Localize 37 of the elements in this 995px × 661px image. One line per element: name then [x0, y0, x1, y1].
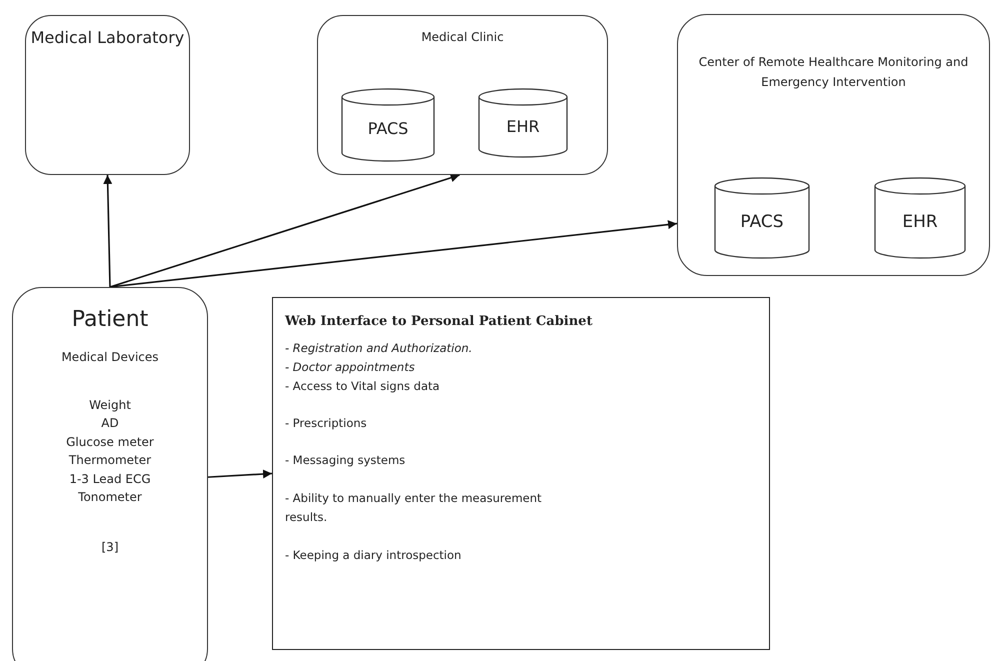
title: Medical Laboratory [30, 28, 186, 48]
title: EHR [505, 117, 541, 137]
arrow [208, 470, 272, 478]
feature-list-box [272, 297, 770, 650]
list-item: - Messaging systems [285, 452, 406, 469]
title: Patient [70, 306, 150, 334]
title: Medical Clinic [420, 30, 505, 45]
list-item: - Ability to manually enter the measurement results. [285, 490, 543, 526]
facility-box [25, 15, 190, 175]
list-item: - Doctor appointments [285, 359, 416, 376]
title: PACS [739, 212, 785, 234]
list-item: - Prescriptions [285, 415, 368, 432]
title: Center of Remote Healthcare Monitoring and Emergency Intervention [698, 54, 970, 91]
label: Weight [88, 398, 132, 413]
arrow [110, 220, 678, 288]
label: [3] [100, 540, 120, 555]
arrow [110, 173, 460, 288]
label: Tonometer [77, 490, 143, 505]
database-cylinder [874, 178, 966, 258]
label: 1-3 Lead ECG [68, 472, 152, 487]
heading: Web Interface to Personal Patient Cabinet [285, 314, 592, 330]
label: Thermometer [68, 453, 152, 468]
facility-box [677, 14, 990, 276]
label: Medical Devices [60, 350, 160, 365]
title: EHR [901, 212, 939, 234]
list-item: - Keeping a diary introspection [285, 547, 462, 564]
database-cylinder [341, 89, 435, 161]
list-item: - Access to Vital signs data [285, 378, 441, 395]
label: AD [100, 416, 120, 431]
patient-box [12, 287, 208, 661]
title: PACS [366, 119, 410, 139]
database-cylinder [478, 89, 568, 157]
database-cylinder [714, 178, 810, 258]
facility-box [317, 15, 608, 175]
label: Glucose meter [65, 435, 155, 450]
arrow [103, 174, 112, 288]
list-item: - Registration and Authorization. [285, 340, 474, 357]
